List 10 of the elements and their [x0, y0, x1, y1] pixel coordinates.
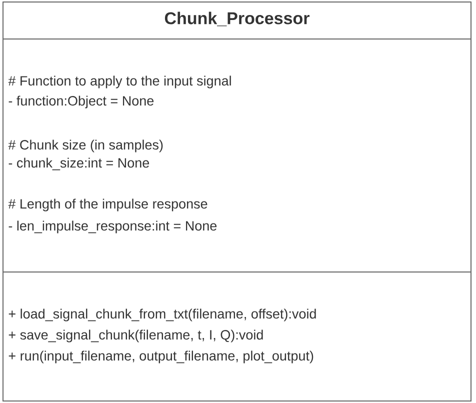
attribute-text: - len_impulse_response:int = None — [8, 220, 217, 234]
method-text: + load_signal_chunk_from_txt(filename, offset):void — [8, 308, 316, 322]
class-name: Chunk_Processor — [164, 12, 310, 26]
attribute-text: - chunk_size:int = None — [8, 158, 150, 170]
attribute-text: - function:Object = None — [8, 96, 154, 108]
attribute-text: # Function to apply to the input signal — [8, 76, 231, 88]
method-text: + save_signal_chunk(filename, t, I, Q):void — [8, 330, 263, 342]
method-text: + run(input_filename, output_filename, plot_output) — [8, 350, 314, 364]
attribute-text: # Length of the impulse response — [8, 198, 208, 212]
attribute-text: # Chunk size (in samples) — [8, 140, 163, 152]
